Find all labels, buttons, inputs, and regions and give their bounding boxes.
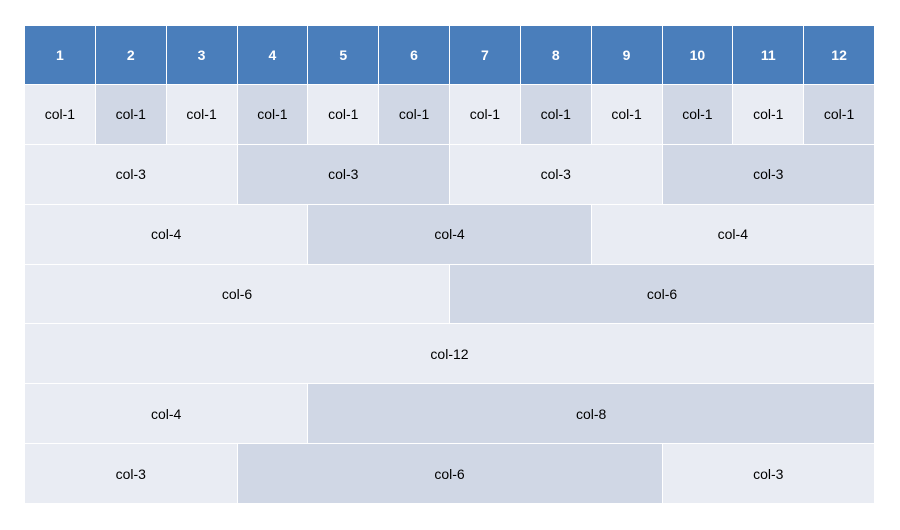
grid-cell: col-3 xyxy=(662,144,875,205)
grid-cell: col-6 xyxy=(237,444,663,504)
column-header-2: 2 xyxy=(95,26,167,85)
grid-cell: col-1 xyxy=(166,85,238,145)
column-header-11: 11 xyxy=(733,26,805,85)
grid-cell: col-4 xyxy=(25,384,309,445)
column-header-7: 7 xyxy=(450,26,521,85)
grid-cell: col-1 xyxy=(520,85,592,145)
grid-cell: col-3 xyxy=(237,144,450,205)
grid-cell: col-1 xyxy=(804,85,875,145)
grid-cell: col-3 xyxy=(662,444,875,504)
column-header-12: 12 xyxy=(804,26,875,85)
grid-cell: col-3 xyxy=(450,144,663,205)
grid-cell: col-1 xyxy=(591,85,663,145)
grid-cell: col-1 xyxy=(308,85,380,145)
grid-cell: col-1 xyxy=(379,85,450,145)
grid-cell: col-3 xyxy=(25,144,238,205)
grid-cell: col-6 xyxy=(25,264,450,325)
grid-cell: col-1 xyxy=(95,85,167,145)
column-header-6: 6 xyxy=(379,26,450,85)
grid-cell: col-1 xyxy=(450,85,521,145)
grid-cell: col-1 xyxy=(733,85,805,145)
column-header-10: 10 xyxy=(662,26,734,85)
column-header-1: 1 xyxy=(25,26,96,85)
column-header-8: 8 xyxy=(520,26,592,85)
grid-cell: col-1 xyxy=(25,85,96,145)
column-header-3: 3 xyxy=(166,26,238,85)
column-header-5: 5 xyxy=(308,26,380,85)
grid-cell: col-4 xyxy=(591,204,875,265)
grid-cell: col-4 xyxy=(25,204,309,265)
grid-cell: col-1 xyxy=(237,85,309,145)
grid-cell: col-8 xyxy=(308,384,875,445)
grid-cell: col-4 xyxy=(308,204,592,265)
grid-cell: col-6 xyxy=(450,264,875,325)
column-header-9: 9 xyxy=(591,26,663,85)
grid-cell: col-3 xyxy=(25,444,238,504)
grid-cell: col-12 xyxy=(25,324,875,385)
grid-cell: col-1 xyxy=(662,85,734,145)
column-header-4: 4 xyxy=(237,26,309,85)
